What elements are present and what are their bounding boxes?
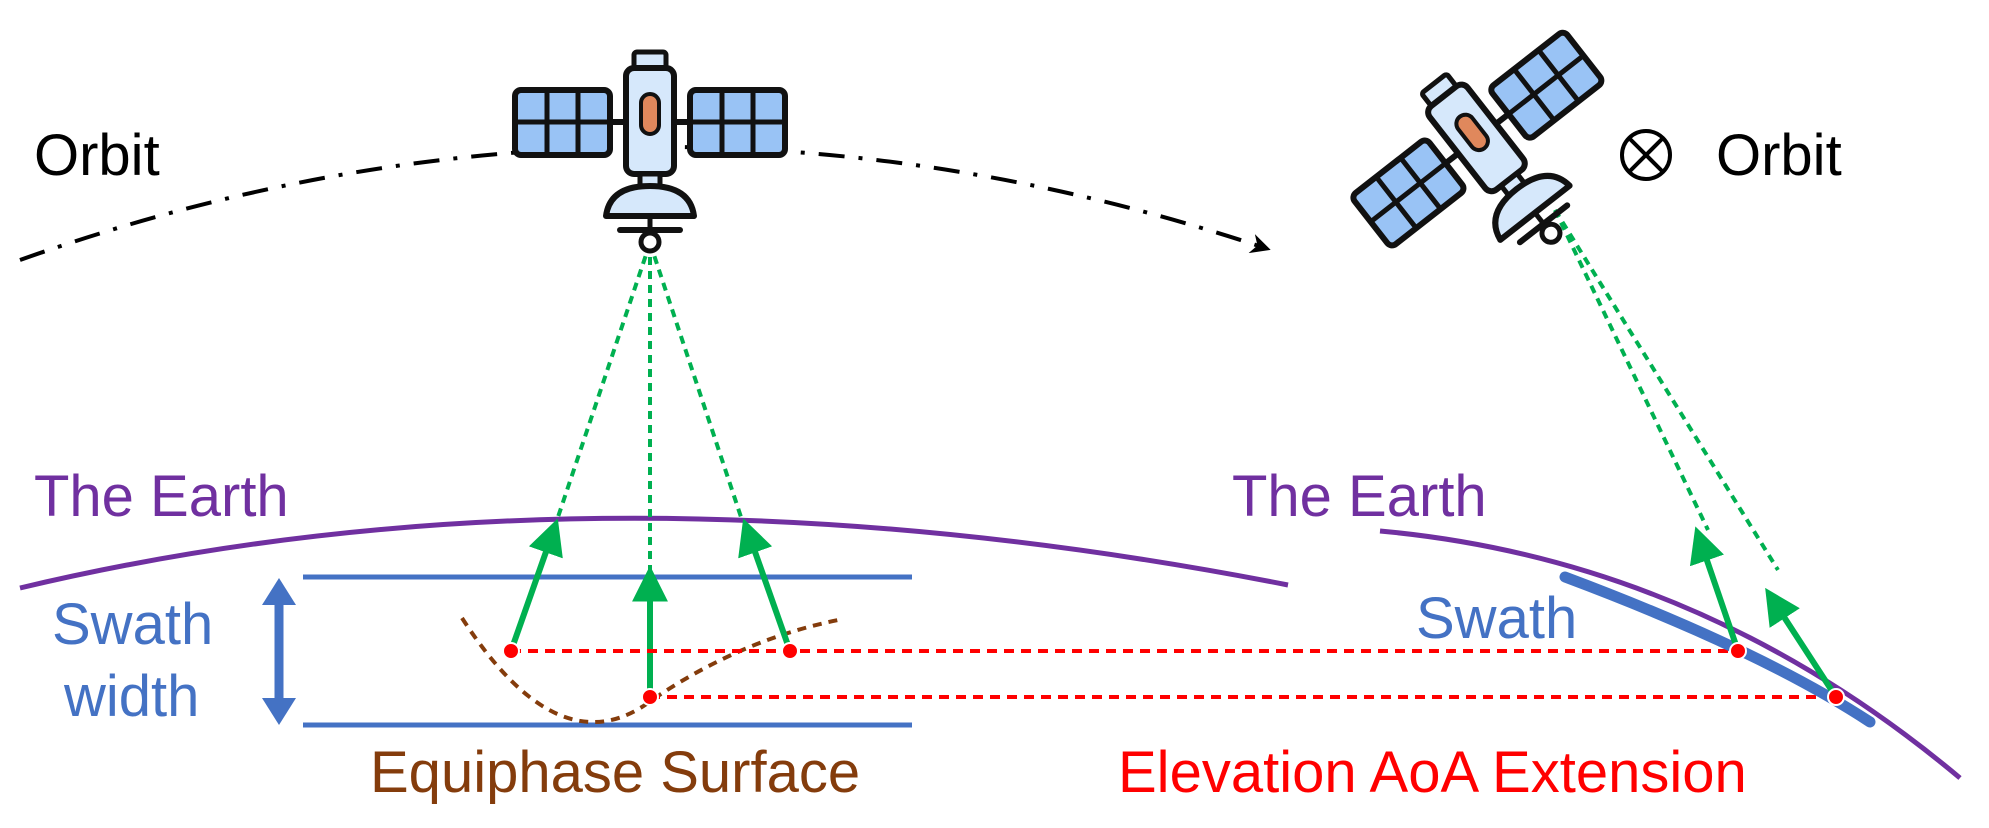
earth-surface-right (1379, 528, 1962, 780)
swath-width-label-line1: Swath (52, 592, 213, 657)
orbit-path (19, 144, 1271, 262)
earth-label-left: The Earth (34, 464, 289, 529)
equiphase-points (502, 642, 799, 706)
circled-times-icon (1620, 129, 1672, 181)
aoa-points-right (1729, 642, 1845, 706)
aoa-extension-lines (511, 649, 1836, 699)
incident-arrows-left (508, 518, 793, 697)
aoa-extension-label: Elevation AoA Extension (1118, 740, 1747, 805)
beam-lines-left (555, 242, 744, 570)
swath-label-right: Swath (1416, 586, 1577, 651)
beam-lines-right (1553, 208, 1780, 572)
satellite-icon (1328, 0, 1663, 323)
swath-width-arrow (262, 578, 296, 725)
earth-label-right: The Earth (1232, 464, 1487, 529)
orbit-label-right: Orbit (1716, 123, 1842, 188)
incident-arrows-right (1689, 526, 1839, 699)
equiphase-surface (460, 616, 839, 724)
earth-surface-left (19, 515, 1289, 591)
equiphase-label: Equiphase Surface (370, 740, 860, 805)
satellite-icon (515, 52, 785, 251)
swath-width-label-line2: width (63, 664, 199, 729)
orbit-label-left: Orbit (34, 123, 160, 188)
